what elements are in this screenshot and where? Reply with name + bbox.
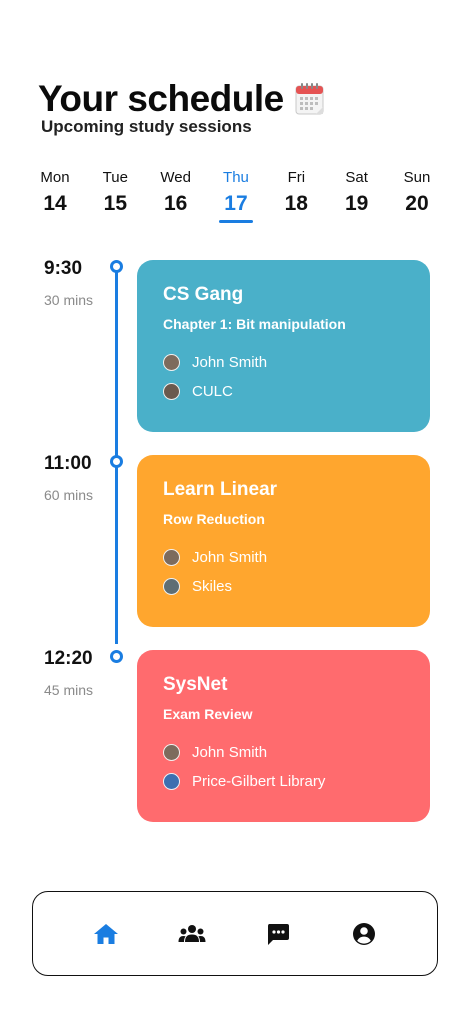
avatar: [163, 549, 180, 566]
day-name: Mon: [40, 169, 70, 186]
day-mon[interactable]: Mon 14: [26, 168, 84, 216]
nav-home[interactable]: [86, 914, 126, 954]
timeline-dot: [110, 260, 123, 273]
session-subtitle: Row Reduction: [163, 511, 265, 527]
host-name: John Smith: [192, 549, 268, 566]
day-name: Sun: [403, 169, 431, 186]
day-name: Tue: [102, 169, 128, 186]
session-duration: 45 mins: [44, 682, 94, 698]
location-name: CULC: [192, 383, 233, 400]
nav-groups[interactable]: [172, 914, 212, 954]
session-card-learn-linear[interactable]: Learn Linear Row Reduction John Smith Sk…: [137, 455, 430, 627]
session-duration: 30 mins: [44, 292, 94, 308]
day-sat[interactable]: Sat 19: [328, 168, 386, 216]
page-title: Your schedule: [38, 78, 284, 119]
timeline-dot: [110, 455, 123, 468]
avatar: [163, 744, 180, 761]
session-host: John Smith: [163, 744, 404, 761]
location-avatar: [163, 773, 180, 790]
session-time: 12:20: [44, 648, 93, 669]
day-name: Thu: [223, 169, 249, 186]
home-icon: [94, 923, 118, 944]
day-number: 17: [224, 192, 248, 215]
session-time: 11:00: [44, 453, 92, 474]
selected-underline: [218, 220, 253, 223]
host-name: John Smith: [192, 744, 268, 761]
day-number: 16: [163, 192, 188, 215]
session-location: Skiles: [163, 578, 404, 595]
nav-account[interactable]: [344, 914, 384, 954]
calendar-icon: [295, 83, 324, 115]
session-host: John Smith: [163, 549, 404, 566]
day-tue[interactable]: Tue 15: [86, 168, 144, 216]
host-name: John Smith: [192, 354, 268, 371]
day-sun[interactable]: Sun 20: [388, 168, 446, 216]
location-avatar: [163, 383, 180, 400]
page-subtitle: Upcoming study sessions: [41, 117, 252, 136]
session-title: SysNet: [163, 674, 228, 695]
day-thu[interactable]: Thu 17: [207, 168, 265, 223]
location-avatar: [163, 578, 180, 595]
week-day-selector: Mon 14 Tue 15 Wed 16 Thu 17 Fri 18 Sat 1…: [26, 168, 446, 223]
session-subtitle: Exam Review: [163, 706, 253, 722]
day-name: Fri: [287, 169, 306, 186]
nav-chat[interactable]: [258, 914, 298, 954]
day-name: Sat: [345, 169, 368, 186]
day-number: 19: [344, 192, 369, 215]
avatar: [163, 354, 180, 371]
session-host: John Smith: [163, 354, 404, 371]
bottom-nav: [32, 891, 438, 976]
session-card-sysnet[interactable]: SysNet Exam Review John Smith Price-Gilb…: [137, 650, 430, 822]
day-number: 15: [103, 192, 127, 215]
session-title: CS Gang: [163, 284, 244, 305]
page-header: Your schedule: [38, 78, 326, 120]
account-icon: [353, 922, 375, 945]
day-wed[interactable]: Wed 16: [147, 168, 205, 216]
session-title: Learn Linear: [163, 479, 278, 500]
group-icon: [178, 924, 206, 942]
session-subtitle: Chapter 1: Bit manipulation: [163, 316, 346, 332]
session-location: CULC: [163, 383, 404, 400]
session-location: Price-Gilbert Library: [163, 773, 404, 790]
session-card-cs-gang[interactable]: CS Gang Chapter 1: Bit manipulation John…: [137, 260, 430, 432]
day-fri[interactable]: Fri 18: [267, 168, 325, 216]
day-number: 14: [43, 192, 67, 215]
day-number: 20: [405, 192, 429, 215]
location-name: Skiles: [192, 578, 233, 595]
day-name: Wed: [160, 169, 191, 186]
timeline-dot: [110, 650, 123, 663]
chat-icon: [267, 923, 289, 945]
location-name: Price-Gilbert Library: [192, 773, 326, 790]
session-time: 9:30: [44, 258, 83, 279]
day-number: 18: [284, 192, 308, 215]
session-duration: 60 mins: [44, 487, 94, 503]
